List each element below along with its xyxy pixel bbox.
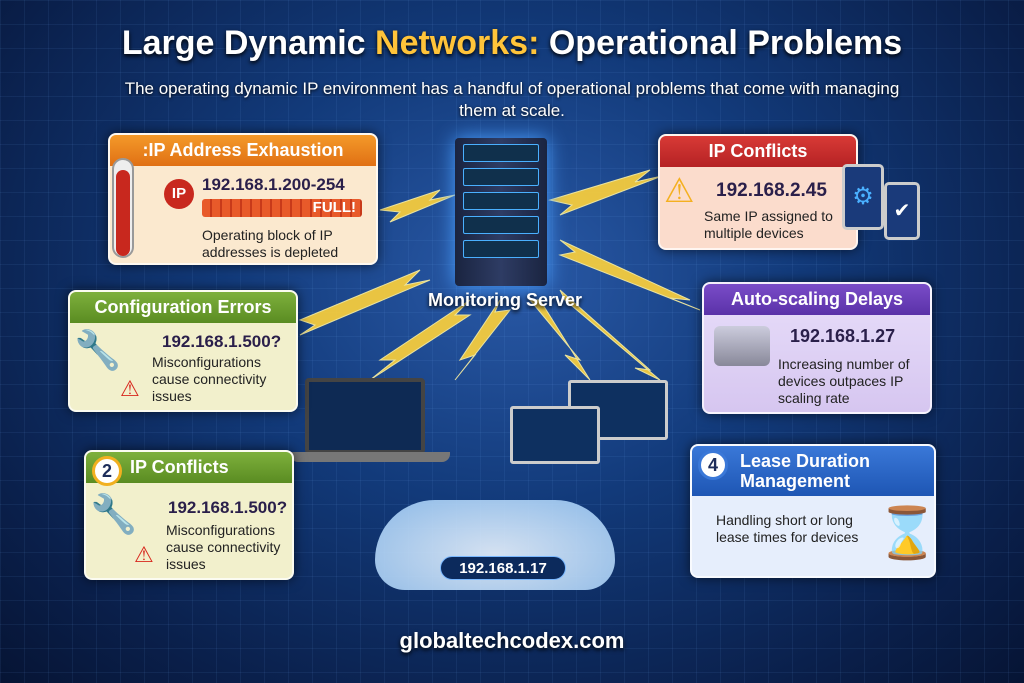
card-description: Operating block of IP addresses is deple… xyxy=(202,227,339,260)
ip-address: 192.168.1.27 xyxy=(790,326,896,346)
title-highlight: Networks: xyxy=(375,24,540,62)
laptop-icon xyxy=(305,378,425,454)
bolt-icon xyxy=(369,299,472,381)
bolt-icon xyxy=(558,239,701,311)
card-lease-duration: Lease Duration Management Handling short… xyxy=(690,444,936,578)
ip-address: 192.168.1.500? xyxy=(168,498,288,517)
monitoring-server-label: Monitoring Server xyxy=(427,290,583,310)
ip-address: 192.168.2.45 xyxy=(716,180,827,201)
bolt-icon xyxy=(528,299,591,381)
bolt-icon xyxy=(548,169,663,216)
hourglass-icon: ⌛ xyxy=(876,505,936,561)
cloud-ip-badge: 192.168.1.17 xyxy=(440,556,566,580)
cloud-server-icon xyxy=(714,326,770,366)
subtitle: The operating dynamic IP environment has… xyxy=(124,79,900,120)
card-configuration-errors: Configuration Errors 🔧 ⚠ 192.168.1.500? … xyxy=(68,290,298,412)
server-icon xyxy=(455,138,547,286)
bolt-icon xyxy=(559,289,661,381)
card-description: Misconfigurations cause connectivity iss… xyxy=(152,354,267,404)
card-description: Increasing number of devices outpaces IP… xyxy=(778,356,910,406)
warning-icon: ⚠ xyxy=(134,542,154,567)
ip-range: 192.168.1.200-254 xyxy=(202,175,345,194)
number-badge: 4 xyxy=(698,450,728,480)
gear-tablet-icon: ⚙ xyxy=(842,164,884,230)
card-title: :IP Address Exhaustion xyxy=(110,135,376,166)
usage-bar: FULL! xyxy=(202,199,362,217)
card-title: Lease Duration Management xyxy=(692,446,934,496)
number-badge: 2 xyxy=(92,456,122,486)
ip-icon: IP xyxy=(164,179,194,209)
title-part-2: Operational Problems xyxy=(539,24,903,62)
chart-monitor-icon xyxy=(510,406,600,464)
card-description: Same IP assigned to multiple devices xyxy=(704,208,833,241)
tools-icon: 🔧 xyxy=(74,330,122,372)
card-ip-conflicts: IP Conflicts ⚠ 192.168.2.45 Same IP assi… xyxy=(658,134,858,250)
card-description: Misconfigurations cause connectivity iss… xyxy=(166,522,281,572)
warning-icon: ⚠ xyxy=(120,376,140,401)
page-title: Large Dynamic Networks: Operational Prob… xyxy=(0,24,1024,63)
card-auto-scaling-delays: Auto-scaling Delays 192.168.1.27 Increas… xyxy=(702,282,932,414)
laptop-base xyxy=(290,452,450,462)
card-description: Handling short or long lease times for d… xyxy=(716,512,859,545)
bolt-icon xyxy=(298,269,431,336)
tools-icon: 🔧 xyxy=(90,494,138,536)
thermometer-icon xyxy=(112,158,134,258)
card-title: IP Conflicts xyxy=(660,136,856,167)
title-part-1: Large Dynamic xyxy=(121,24,376,62)
footer-website: globaltechcodex.com xyxy=(399,628,625,653)
card-title: Auto-scaling Delays xyxy=(704,284,930,315)
card-title: Configuration Errors xyxy=(70,292,296,323)
card-ip-exhaustion: :IP Address Exhaustion IP 192.168.1.200-… xyxy=(108,133,378,265)
bolt-icon xyxy=(454,299,512,381)
check-phone-icon: ✔ xyxy=(884,182,920,240)
bolt-icon xyxy=(379,189,456,223)
warning-icon: ⚠ xyxy=(664,172,695,210)
ip-address: 192.168.1.500? xyxy=(162,332,282,351)
